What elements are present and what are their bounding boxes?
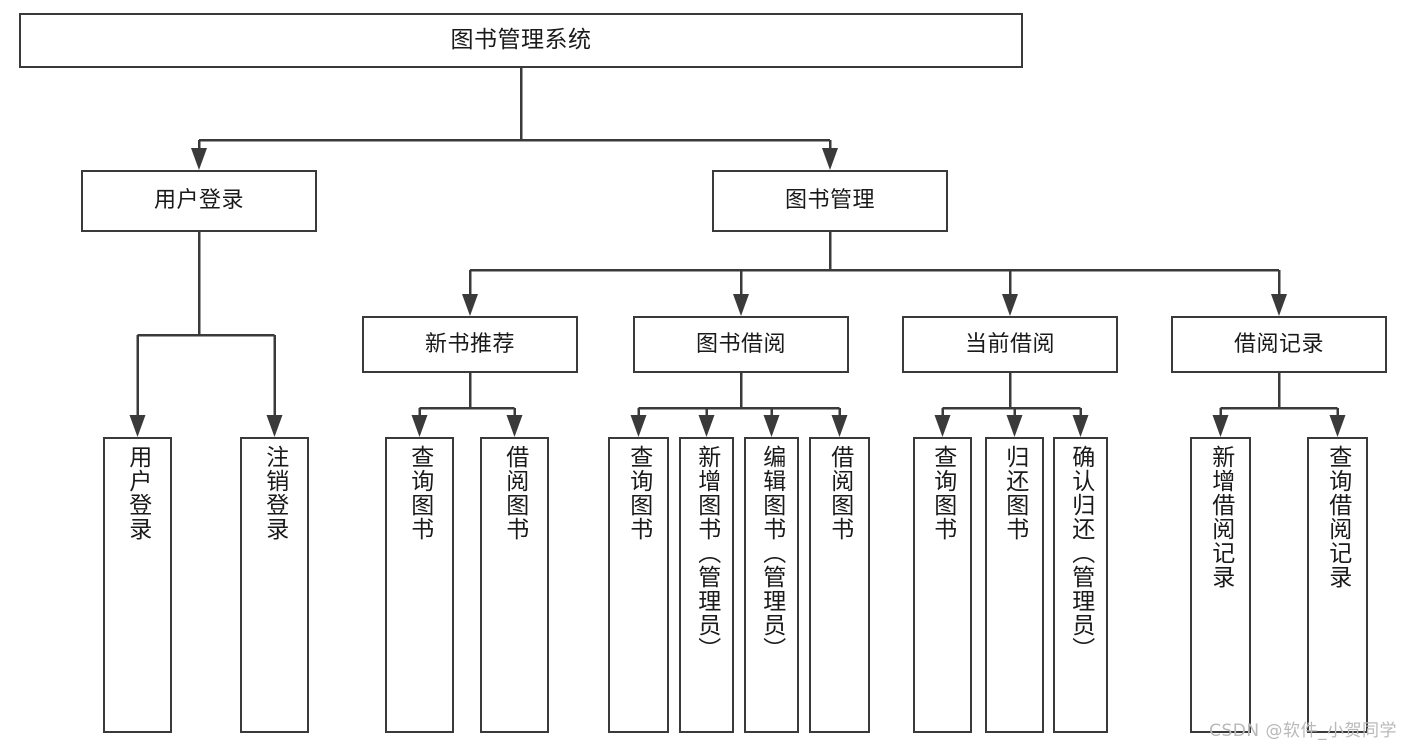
node-leaf-borrow-book-2[interactable]: 借阅图书 (809, 437, 870, 733)
node-borrow-record[interactable]: 借阅记录 (1171, 316, 1387, 373)
node-leaf-user-login[interactable]: 用户登录 (103, 437, 172, 733)
node-leaf-query-borrow-record[interactable]: 查询借阅记录 (1307, 437, 1368, 733)
node-label-leaf-query-borrow-record: 查询借阅记录 (1324, 445, 1351, 589)
node-book-borrow[interactable]: 图书借阅 (633, 316, 849, 373)
node-label-leaf-add-book-admin: 新增图书（管理员） (693, 445, 720, 661)
node-label-user-login: 用户登录 (153, 188, 244, 214)
node-label-current-borrow: 当前借阅 (964, 331, 1055, 357)
node-label-root: 图书管理系统 (450, 26, 592, 53)
node-label-leaf-borrow-book-2: 借阅图书 (826, 445, 853, 541)
node-label-leaf-borrow-book-1: 借阅图书 (501, 445, 528, 541)
watermark-label: CSDN @软件_小贺同学 (1209, 721, 1397, 741)
node-leaf-query-book-3[interactable]: 查询图书 (913, 437, 972, 733)
node-leaf-add-book-admin[interactable]: 新增图书（管理员） (679, 437, 734, 733)
node-label-leaf-confirm-return-admin: 确认归还（管理员） (1067, 445, 1094, 661)
node-label-leaf-user-logout: 注销登录 (261, 445, 288, 541)
node-label-leaf-query-book-3: 查询图书 (929, 445, 956, 541)
node-leaf-user-logout[interactable]: 注销登录 (240, 437, 309, 733)
node-leaf-add-borrow-record[interactable]: 新增借阅记录 (1190, 437, 1251, 733)
node-leaf-confirm-return-admin[interactable]: 确认归还（管理员） (1053, 437, 1108, 733)
node-label-book-borrow: 图书借阅 (695, 331, 786, 357)
node-label-leaf-query-book-1: 查询图书 (406, 445, 433, 541)
node-leaf-query-book-1[interactable]: 查询图书 (385, 437, 454, 733)
node-leaf-borrow-book-1[interactable]: 借阅图书 (480, 437, 549, 733)
node-label-leaf-add-borrow-record: 新增借阅记录 (1207, 445, 1234, 589)
node-label-new-book-recommend: 新书推荐 (424, 331, 515, 357)
node-book-manage[interactable]: 图书管理 (712, 170, 948, 232)
node-current-borrow[interactable]: 当前借阅 (902, 316, 1118, 373)
node-user-login[interactable]: 用户登录 (81, 170, 317, 232)
node-new-book-recommend[interactable]: 新书推荐 (362, 316, 578, 373)
node-leaf-query-book-2[interactable]: 查询图书 (608, 437, 669, 733)
node-label-book-manage: 图书管理 (784, 188, 875, 214)
node-label-leaf-return-book: 归还图书 (1001, 445, 1028, 541)
node-label-leaf-user-login: 用户登录 (124, 445, 151, 541)
node-label-leaf-edit-book-admin: 编辑图书（管理员） (758, 445, 785, 661)
node-label-borrow-record: 借阅记录 (1233, 331, 1324, 357)
node-label-leaf-query-book-2: 查询图书 (625, 445, 652, 541)
node-leaf-edit-book-admin[interactable]: 编辑图书（管理员） (744, 437, 799, 733)
node-leaf-return-book[interactable]: 归还图书 (985, 437, 1044, 733)
node-root[interactable]: 图书管理系统 (19, 13, 1023, 68)
